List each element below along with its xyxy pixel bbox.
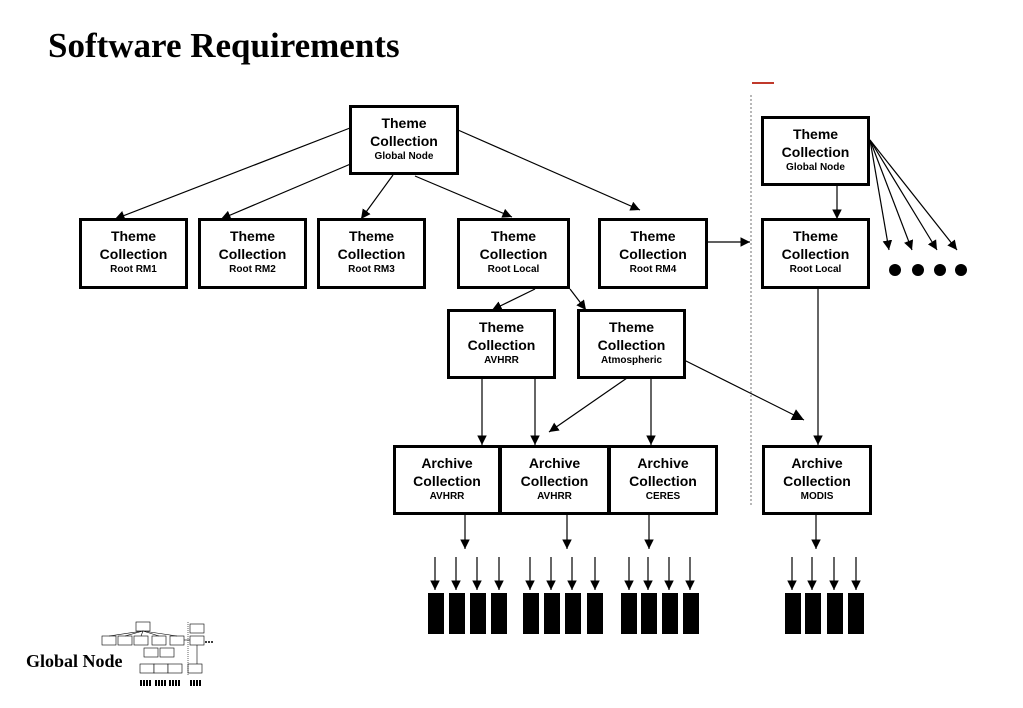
edge [869, 139, 893, 251]
data-block [641, 593, 657, 634]
ellipsis-dot [955, 264, 967, 276]
data-block [523, 593, 539, 634]
edge [569, 288, 587, 311]
edge [414, 175, 513, 218]
ellipsis-dot [889, 264, 901, 276]
data-block [621, 593, 637, 634]
data-block [805, 593, 821, 634]
edge [869, 139, 914, 251]
data-block [449, 593, 465, 634]
page-title: Software Requirements [48, 26, 400, 65]
data-block [683, 593, 699, 634]
edge [548, 377, 628, 433]
data-block [544, 593, 560, 634]
data-block [565, 593, 581, 634]
data-block [587, 593, 603, 634]
edge [360, 174, 394, 220]
ellipsis-dot [912, 264, 924, 276]
edge [220, 159, 361, 220]
edge [457, 129, 641, 211]
thumbnail-label: Global Node [26, 651, 123, 671]
data-block [470, 593, 486, 634]
data-block [848, 593, 864, 634]
edge [869, 139, 958, 251]
data-block [827, 593, 843, 634]
edge [869, 139, 938, 251]
diagram-thumbnail [101, 621, 213, 686]
data-block [491, 593, 507, 634]
data-block [662, 593, 678, 634]
edge [491, 288, 536, 311]
edge [114, 127, 351, 221]
data-block [785, 593, 801, 634]
data-block [428, 593, 444, 634]
ellipsis-dot [934, 264, 946, 276]
red-mark [752, 82, 774, 84]
edge [683, 359, 805, 421]
